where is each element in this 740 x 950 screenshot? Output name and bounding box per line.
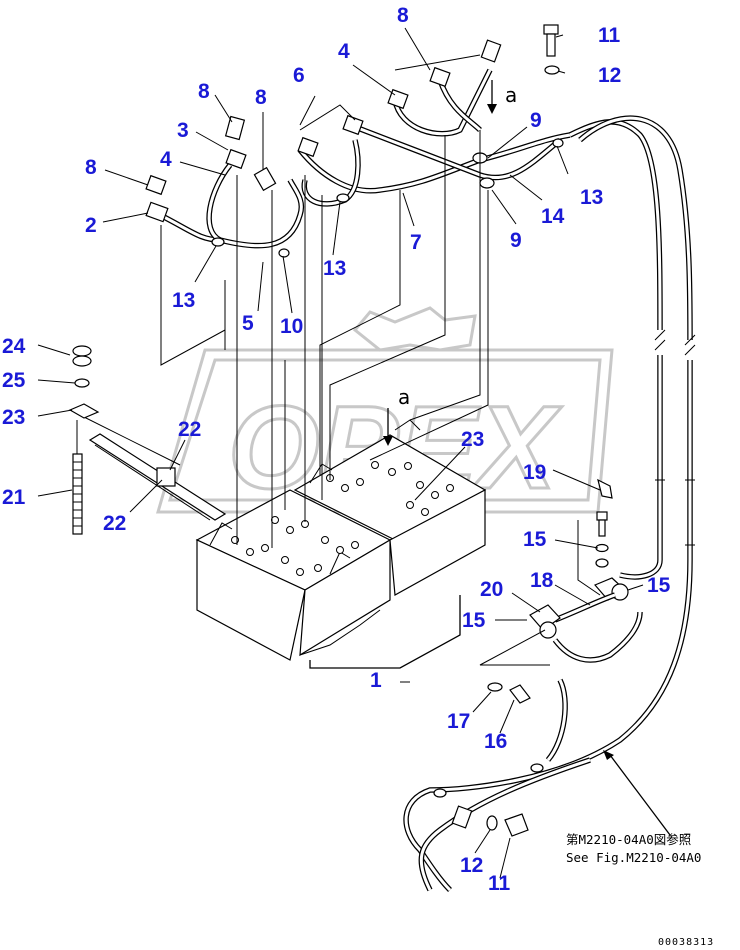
reference-note-ja: 第M2210-04A0図参照 <box>566 832 691 847</box>
callout-5: 5 <box>242 312 254 335</box>
callout-22: 22 <box>103 512 126 535</box>
callout-15: 15 <box>523 528 547 551</box>
callout-11: 11 <box>488 872 511 895</box>
callout-3: 3 <box>177 119 189 142</box>
callout-8: 8 <box>255 86 267 109</box>
callout-12: 12 <box>598 64 621 87</box>
callout-13: 13 <box>172 289 195 312</box>
callout-11: 11 <box>598 24 621 47</box>
callout-25: 25 <box>2 369 26 392</box>
callout-17: 17 <box>447 710 470 733</box>
callout-6: 6 <box>293 64 305 87</box>
callout-20: 20 <box>480 578 503 601</box>
battery-back <box>293 419 487 596</box>
callout-21: 21 <box>2 486 26 509</box>
callout-13: 13 <box>580 186 603 209</box>
callout-labels: 8 11 4 12 6 8 8 3 9 4 13 8 14 2 7 9 13 1… <box>2 4 671 895</box>
view-arrow-top: a <box>487 80 517 114</box>
callout-4: 4 <box>338 40 350 63</box>
callout-12: 12 <box>460 854 483 877</box>
callout-1: 1 <box>370 669 382 692</box>
bolt-top <box>543 24 560 75</box>
callout-8: 8 <box>198 80 210 103</box>
battery-cable-long <box>403 115 696 892</box>
callout-16: 16 <box>484 730 507 753</box>
callout-4: 4 <box>160 148 172 171</box>
battery-base <box>309 595 461 669</box>
callout-2: 2 <box>85 214 97 237</box>
document-id: 00038313 <box>658 937 714 948</box>
callout-13: 13 <box>323 257 346 280</box>
callout-15: 15 <box>647 574 671 597</box>
reference-note-en: See Fig.M2210-04A0 <box>566 850 701 865</box>
leader-lines <box>160 54 489 548</box>
callout-19: 19 <box>523 461 546 484</box>
callout-23: 23 <box>461 428 484 451</box>
callout-9: 9 <box>530 109 542 132</box>
hold-down-bracket <box>81 415 227 521</box>
view-arrow-top-label: a <box>505 83 517 107</box>
view-arrow-battery: a <box>383 385 410 446</box>
hold-down-bolt <box>68 403 100 535</box>
battery-front <box>195 489 392 661</box>
nut-and-washer <box>72 345 92 388</box>
view-arrow-battery-label: a <box>398 385 410 409</box>
callout-24: 24 <box>2 335 26 358</box>
callout-7: 7 <box>410 231 422 254</box>
callout-8: 8 <box>85 156 97 179</box>
callout-15: 15 <box>462 609 486 632</box>
callout-8: 8 <box>397 4 409 27</box>
callout-9: 9 <box>510 229 522 252</box>
battery-relay-area <box>433 478 671 837</box>
callout-14: 14 <box>541 205 565 228</box>
callout-10: 10 <box>280 315 303 338</box>
callout-18: 18 <box>530 569 554 592</box>
callout-23: 23 <box>2 406 25 429</box>
callout-leaders <box>37 27 644 879</box>
connectors <box>145 39 502 223</box>
callout-22: 22 <box>178 418 201 441</box>
